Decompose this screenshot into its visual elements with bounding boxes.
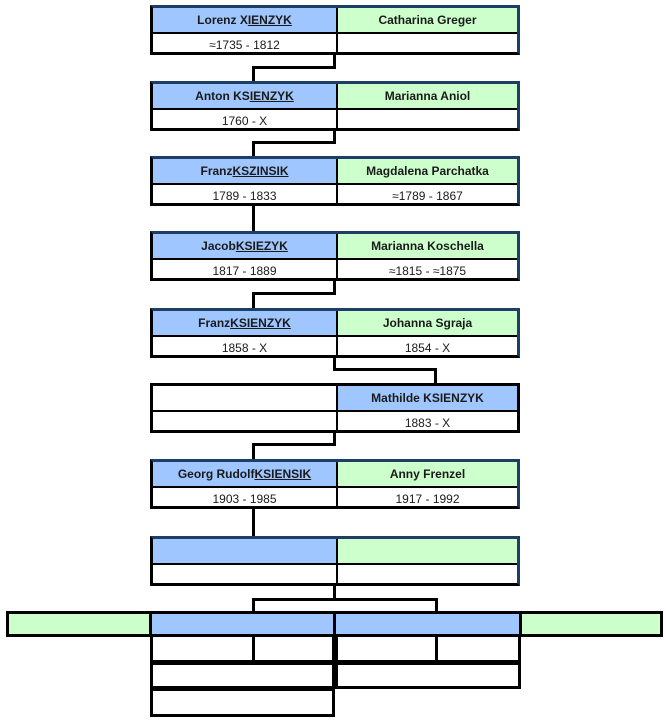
connector xyxy=(333,368,437,371)
husband-name: Georg Rudolf KSIENSIK xyxy=(153,462,336,486)
connector xyxy=(333,586,336,600)
child-box-4 xyxy=(519,611,663,637)
wife-dates: 1917 - 1992 xyxy=(336,486,517,509)
connector xyxy=(252,509,255,536)
wife-dates xyxy=(336,108,517,131)
connector xyxy=(434,368,437,383)
connector xyxy=(252,637,255,663)
couple-gen-3: Franz KSZINSIK Magdalena Parchatka 1789 … xyxy=(150,156,520,206)
connector xyxy=(435,598,438,611)
connector xyxy=(333,358,336,371)
connector xyxy=(252,141,336,144)
couple-gen-5: Franz KSIENZYK Johanna Sgraja 1858 - X 1… xyxy=(150,308,520,358)
connector xyxy=(252,66,255,81)
wife-name: Anny Frenzel xyxy=(336,462,517,486)
wife-name: Magdalena Parchatka xyxy=(336,159,517,183)
wife-dates xyxy=(336,563,517,586)
wife-name xyxy=(336,539,517,563)
couple-gen-4: Jacob KSIEZYK Marianna Koschella 1817 - … xyxy=(150,231,520,281)
connector xyxy=(252,141,255,156)
connector xyxy=(435,637,438,663)
descendant-box-3 xyxy=(150,688,335,717)
connector xyxy=(333,433,336,446)
wife-name: Johanna Sgraja xyxy=(336,311,517,335)
child-box-1 xyxy=(6,611,152,637)
husband-name xyxy=(153,539,336,563)
couple-gen-7: Georg Rudolf KSIENSIK Anny Frenzel 1903 … xyxy=(150,459,520,509)
husband-dates: 1760 - X xyxy=(153,108,336,131)
connector xyxy=(150,650,256,653)
connector xyxy=(333,281,336,295)
bracket-left xyxy=(150,637,335,663)
husband-name: Jacob KSIEZYK xyxy=(153,234,336,258)
connector xyxy=(252,443,255,459)
descendant-box-2 xyxy=(335,662,521,689)
husband-dates xyxy=(153,563,336,586)
connector xyxy=(252,443,336,446)
husband-dates: ≈1735 - 1812 xyxy=(153,32,336,55)
connector xyxy=(252,598,255,611)
wife-dates: 1883 - X xyxy=(336,410,517,433)
wife-name: Mathilde KSIENZYK xyxy=(336,386,517,410)
descendant-box-1 xyxy=(150,662,335,689)
wife-dates xyxy=(336,32,517,55)
connector xyxy=(252,598,438,601)
husband-dates xyxy=(153,410,336,433)
wife-name: Marianna Aniol xyxy=(336,84,517,108)
wife-dates: 1854 - X xyxy=(336,335,517,358)
wife-dates: ≈1789 - 1867 xyxy=(336,183,517,206)
connector xyxy=(252,292,255,308)
wife-dates: ≈1815 - ≈1875 xyxy=(336,258,517,281)
husband-name xyxy=(153,386,336,410)
wife-name: Catharina Greger xyxy=(336,8,517,32)
child-box-2 xyxy=(149,611,336,637)
husband-name: Franz KSZINSIK xyxy=(153,159,336,183)
couple-gen-6: Mathilde KSIENZYK 1883 - X xyxy=(150,383,520,433)
husband-dates: 1817 - 1889 xyxy=(153,258,336,281)
husband-dates: 1789 - 1833 xyxy=(153,183,336,206)
husband-dates: 1858 - X xyxy=(153,335,336,358)
husband-name: Franz KSIENZYK xyxy=(153,311,336,335)
bracket-right xyxy=(335,637,521,663)
couple-gen-8 xyxy=(150,536,520,586)
connector xyxy=(252,292,336,295)
connector xyxy=(252,206,255,231)
connector xyxy=(333,131,336,144)
husband-dates: 1903 - 1985 xyxy=(153,486,336,509)
connector xyxy=(333,55,336,69)
connector xyxy=(252,66,336,69)
wife-name: Marianna Koschella xyxy=(336,234,517,258)
child-box-3 xyxy=(333,611,522,637)
